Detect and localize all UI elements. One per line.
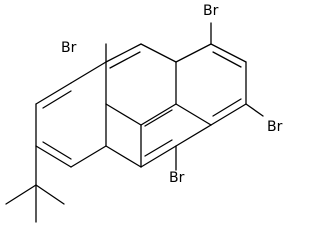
bond-c6-c7 — [175, 124, 212, 147]
bond-c3-c4 — [210, 43, 247, 63]
bromine-labels: Br Br Br Br — [61, 3, 283, 186]
double-bond-c1-c10 — [109, 51, 141, 69]
bond-c1-c2 — [140, 43, 177, 63]
bond-c13-c14 — [35, 82, 72, 105]
bond-c7-c8 — [140, 145, 177, 168]
aromatic-bonds — [35, 43, 247, 168]
tert-butyl-group — [5, 145, 65, 223]
carbon-bromine-bonds — [105, 22, 264, 171]
bond-c8-c9 — [105, 145, 142, 168]
tetrabromo-tert-butylpyrene-structure: Br Br Br Br — [5, 3, 283, 223]
bond-c2-c3 — [175, 43, 212, 63]
bond-c10-c1 — [105, 43, 142, 63]
bond-cc1-c6 — [175, 103, 212, 126]
bromine-label-top-left: Br — [61, 40, 77, 56]
double-bond-cc1-cc2 — [144, 109, 173, 127]
bond-c5-c6 — [210, 103, 247, 126]
bromine-label-top-right: Br — [203, 3, 219, 19]
bond-c9-c11 — [70, 145, 107, 168]
double-bond-c11-c12 — [42, 141, 72, 160]
fused-ring-bonds — [105, 61, 212, 168]
double-bond-c7-c8 — [144, 139, 173, 157]
bromine-label-bottom: Br — [169, 170, 185, 186]
double-bond-c3-c4 — [212, 51, 242, 68]
bond-cc1-cc2 — [140, 103, 177, 126]
bond-methyl-left — [5, 184, 37, 205]
double-bond-c13-c14 — [42, 90, 72, 109]
bond-c11-c12 — [35, 145, 72, 168]
bond-cc2-cc3 — [105, 103, 142, 126]
bond-c5-br — [245, 103, 264, 117]
bond-c14-c10 — [70, 61, 107, 84]
bromine-label-right: Br — [267, 119, 283, 135]
bond-methyl-right — [35, 184, 65, 205]
double-bond-c5-c6 — [212, 98, 242, 117]
double-bond-lines — [42, 51, 242, 160]
